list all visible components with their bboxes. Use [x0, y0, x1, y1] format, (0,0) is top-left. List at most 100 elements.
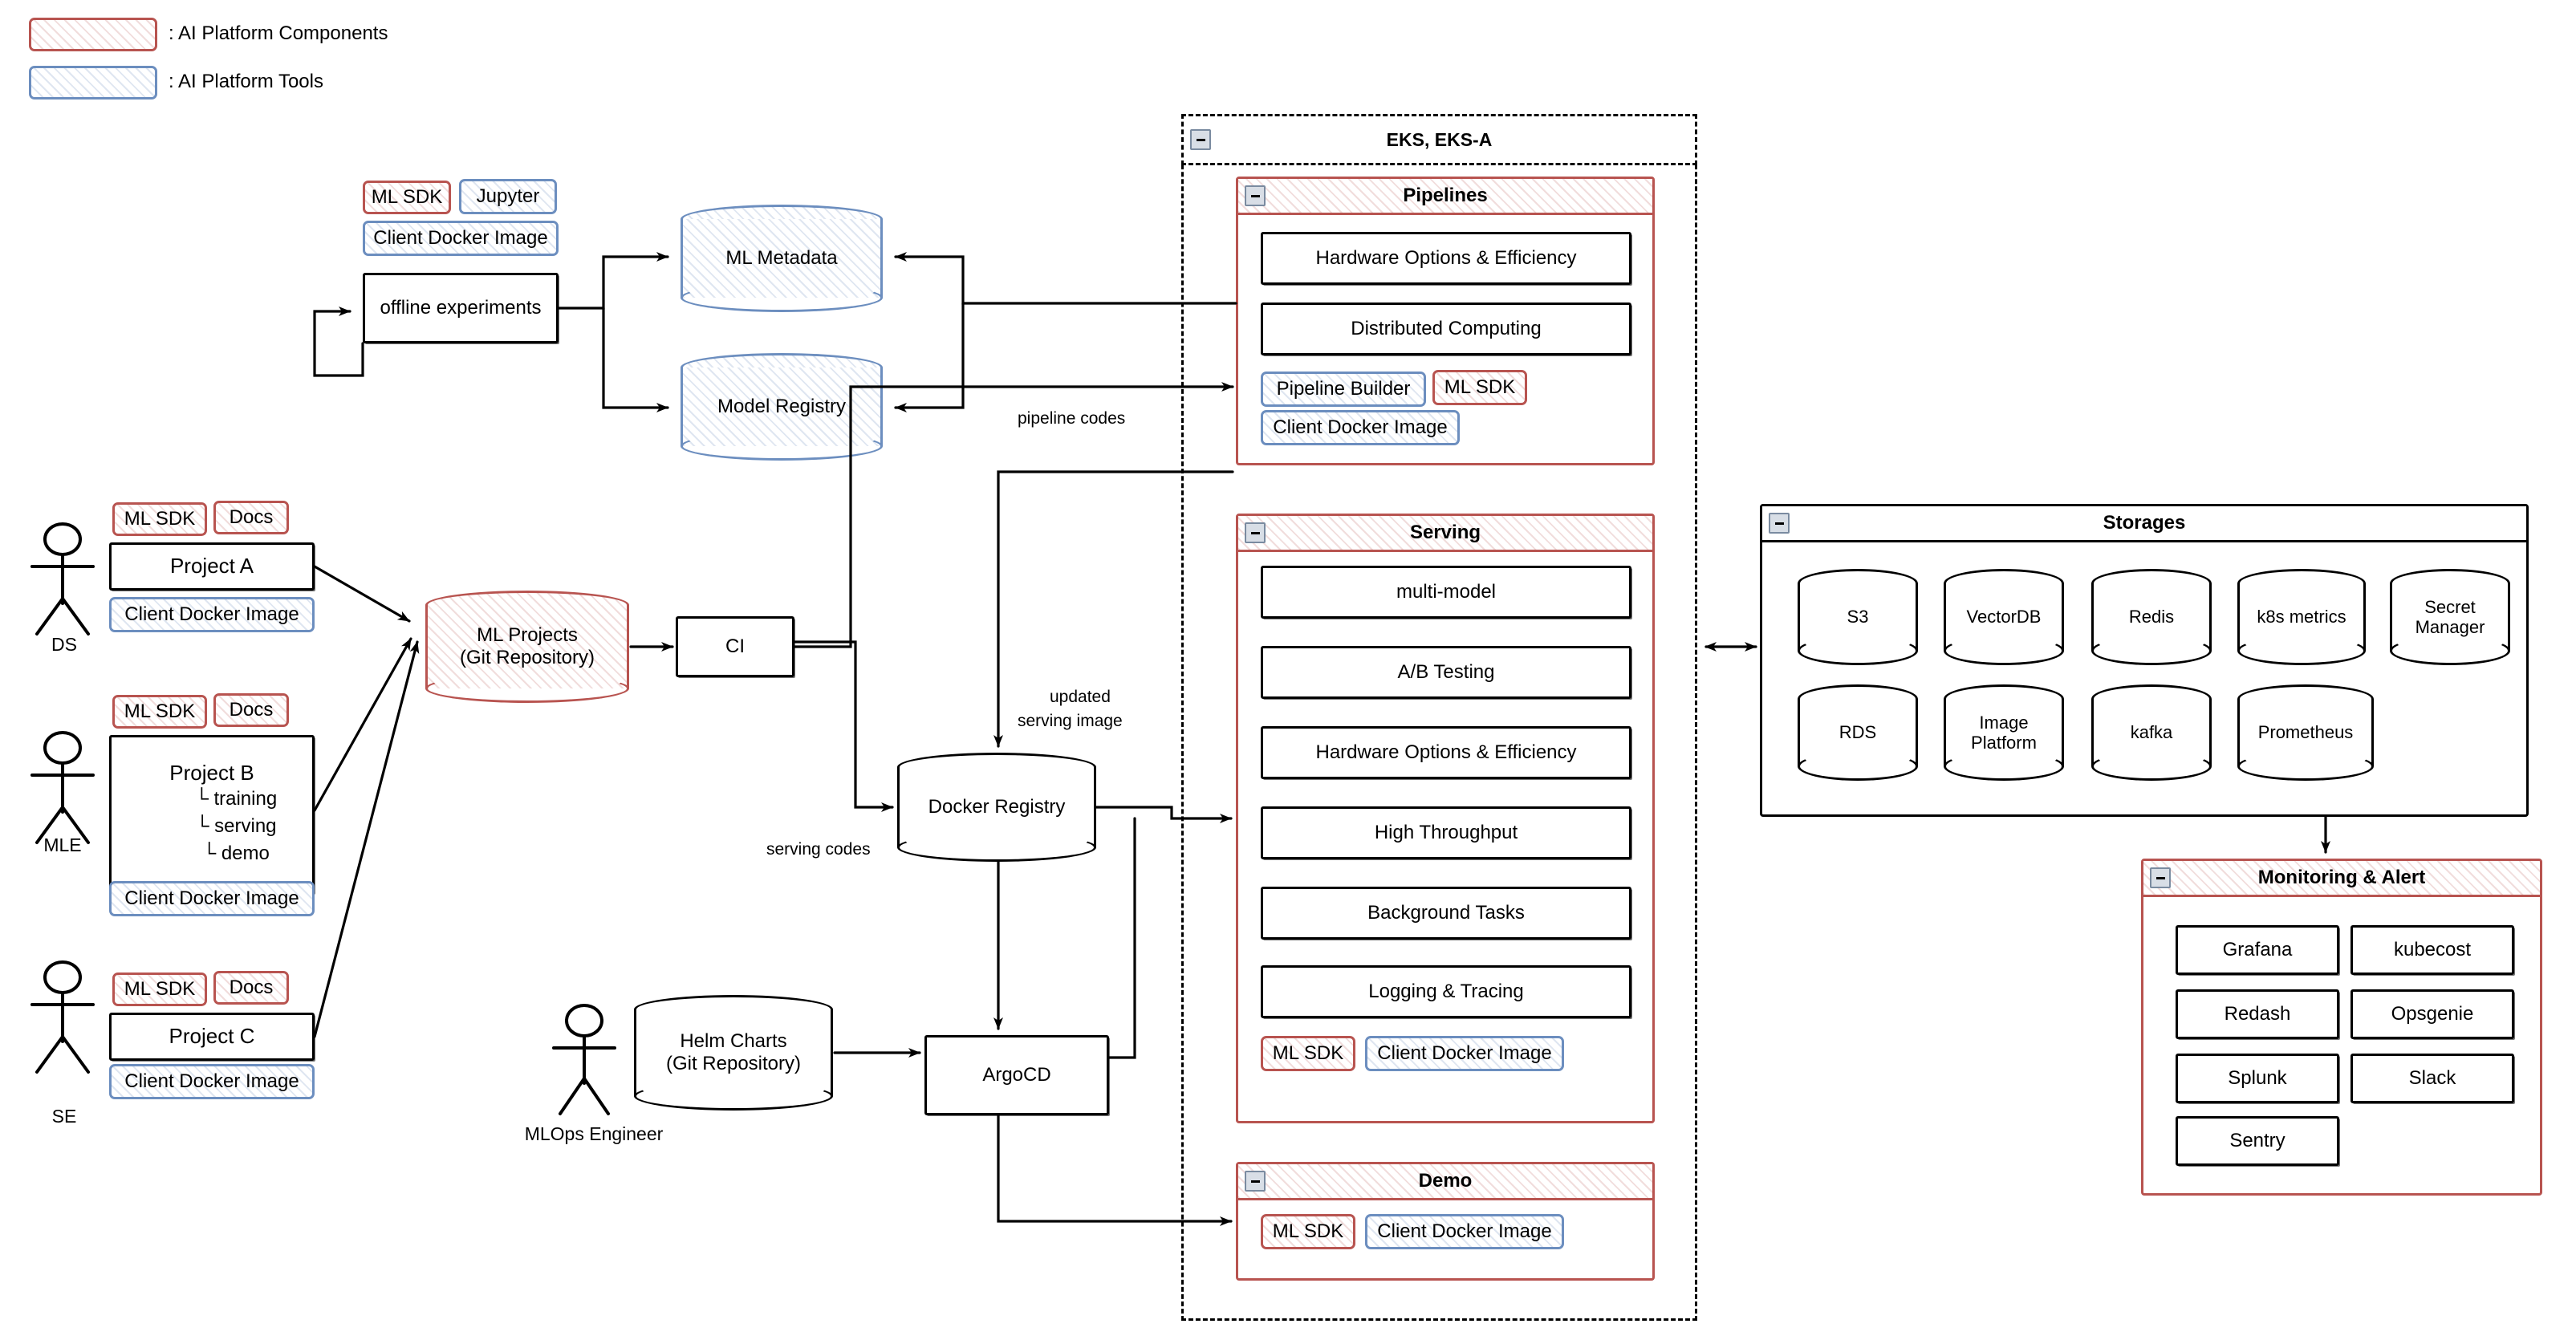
edge-label-serving-codes: serving codes [766, 840, 871, 859]
legend-swatch-components [29, 18, 157, 51]
se-client-docker-image-badge[interactable]: Client Docker Image [109, 1064, 315, 1099]
ds-client-docker-image-badge[interactable]: Client Docker Image [109, 597, 315, 632]
eks-title: EKS, EKS-A [1386, 128, 1493, 150]
cylinder-bottom [2091, 752, 2212, 781]
model-registry-cylinder[interactable]: Model Registry [681, 353, 883, 461]
storage-cylinder-kafka[interactable]: kafka [2091, 684, 2212, 781]
notebook-client-docker-image-badge[interactable]: Client Docker Image [363, 221, 559, 256]
cylinder-bottom [2237, 636, 2366, 665]
serving-item-multi-model[interactable]: multi-model [1261, 566, 1631, 619]
se-project-c-box[interactable]: Project C [109, 1013, 315, 1061]
edge-label-updated-serving-image-line1: updated [1050, 688, 1111, 706]
pipelines-item-hardware-options[interactable]: Hardware Options & Efficiency [1261, 232, 1631, 285]
cylinder-bottom [634, 1082, 833, 1111]
serving-item-background-tasks[interactable]: Background Tasks [1261, 887, 1631, 940]
storage-cylinder-vectordb[interactable]: VectorDB [1944, 569, 2064, 665]
serving-item-ab-testing[interactable]: A/B Testing [1261, 646, 1631, 699]
monitoring-tool-splunk[interactable]: Splunk [2176, 1054, 2339, 1103]
monitoring-tool-slack[interactable]: Slack [2350, 1054, 2514, 1103]
edge-project-b-to-ml-projects [313, 637, 412, 812]
mle-client-docker-image-badge[interactable]: Client Docker Image [109, 881, 315, 916]
storages-panel[interactable]: Storages S3 VectorDB Redis k8s metrics [1760, 504, 2529, 817]
mle-role-label: MLE [43, 834, 82, 855]
ds-project-a-box[interactable]: Project A [109, 542, 315, 591]
storage-cylinder-s3[interactable]: S3 [1798, 569, 1918, 665]
monitoring-tool-kubecost[interactable]: kubecost [2350, 925, 2514, 975]
serving-item-hardware-options[interactable]: Hardware Options & Efficiency [1261, 726, 1631, 779]
pipelines-panel[interactable]: Pipelines Hardware Options & Efficiency … [1236, 177, 1655, 465]
storage-cylinder-prometheus[interactable]: Prometheus [2237, 684, 2374, 781]
actor-mlops-engineer [552, 1004, 616, 1115]
mle-docs-badge[interactable]: Docs [213, 693, 289, 727]
ds-docs-badge[interactable]: Docs [213, 501, 289, 534]
serving-client-docker-image-badge[interactable]: Client Docker Image [1365, 1036, 1564, 1071]
monitoring-header: Monitoring & Alert [2143, 861, 2540, 897]
pipelines-pipeline-builder-badge[interactable]: Pipeline Builder [1261, 372, 1426, 407]
argocd-box[interactable]: ArgoCD [924, 1035, 1109, 1115]
actor-ds [30, 522, 95, 635]
edge-offline-experiments-loop [313, 307, 364, 377]
mle-project-b-child-training: └ training [194, 787, 278, 810]
se-docs-badge[interactable]: Docs [213, 971, 289, 1005]
serving-item-logging-tracing[interactable]: Logging & Tracing [1261, 965, 1631, 1018]
serving-panel[interactable]: Serving multi-model A/B Testing Hardware… [1236, 514, 1655, 1123]
serving-header: Serving [1238, 516, 1652, 552]
mle-project-b-box[interactable]: Project B └ training └ serving └ demo [109, 735, 315, 894]
serving-ml-sdk-badge[interactable]: ML SDK [1261, 1036, 1355, 1071]
monitoring-title: Monitoring & Alert [2257, 867, 2426, 888]
demo-header: Demo [1238, 1164, 1652, 1200]
edge-offline-to-metadata [557, 252, 669, 310]
mlops-engineer-label: MLOps Engineer [524, 1123, 664, 1144]
storage-cylinder-rds[interactable]: RDS [1798, 684, 1918, 781]
ml-metadata-cylinder[interactable]: ML Metadata [681, 205, 883, 312]
edge-ci-to-docker-registry [793, 640, 894, 812]
monitoring-tool-sentry[interactable]: Sentry [2176, 1116, 2339, 1166]
serving-title: Serving [1409, 522, 1481, 543]
offline-experiments-box[interactable]: offline experiments [363, 273, 559, 343]
monitoring-panel[interactable]: Monitoring & Alert Grafana kubecost Reda… [2141, 859, 2542, 1196]
collapse-icon[interactable] [1769, 513, 1790, 534]
storage-label-secret-manager: Secret Manager [2390, 569, 2510, 665]
monitoring-tool-redash[interactable]: Redash [2176, 989, 2339, 1039]
ml-projects-cylinder[interactable]: ML Projects (Git Repository) [425, 591, 629, 703]
demo-panel[interactable]: Demo ML SDK Client Docker Image [1236, 1162, 1655, 1281]
secret-manager-line2: Manager [2415, 617, 2485, 637]
storage-label-image-platform: Image Platform [1944, 684, 2064, 781]
ds-role-label: DS [51, 634, 77, 655]
collapse-icon[interactable] [1245, 1171, 1266, 1192]
monitoring-tool-opsgenie[interactable]: Opsgenie [2350, 989, 2514, 1039]
collapse-icon[interactable] [2150, 867, 2171, 888]
storage-cylinder-k8s-metrics[interactable]: k8s metrics [2237, 569, 2366, 665]
pipelines-ml-sdk-badge[interactable]: ML SDK [1432, 370, 1527, 405]
cylinder-bottom [897, 833, 1096, 862]
storage-cylinder-redis[interactable]: Redis [2091, 569, 2212, 665]
monitoring-tool-grafana[interactable]: Grafana [2176, 925, 2339, 975]
docker-registry-cylinder[interactable]: Docker Registry [897, 753, 1096, 862]
storage-cylinder-image-platform[interactable]: Image Platform [1944, 684, 2064, 781]
storage-label-kafka: kafka [2130, 722, 2173, 743]
collapse-icon[interactable] [1245, 185, 1266, 206]
demo-client-docker-image-badge[interactable]: Client Docker Image [1365, 1214, 1564, 1249]
edge-pipelines-to-model-registry [894, 302, 965, 412]
ml-metadata-label: ML Metadata [725, 247, 838, 270]
cylinder-bottom [425, 674, 629, 703]
pipelines-header: Pipelines [1238, 179, 1652, 215]
pipelines-item-distributed-computing[interactable]: Distributed Computing [1261, 303, 1631, 355]
demo-ml-sdk-badge[interactable]: ML SDK [1261, 1214, 1355, 1249]
serving-item-high-throughput[interactable]: High Throughput [1261, 806, 1631, 859]
model-registry-label: Model Registry [717, 396, 847, 418]
mle-ml-sdk-badge[interactable]: ML SDK [112, 695, 207, 729]
se-ml-sdk-badge[interactable]: ML SDK [112, 973, 207, 1006]
storage-cylinder-secret-manager[interactable]: Secret Manager [2390, 569, 2510, 665]
pipelines-client-docker-image-badge[interactable]: Client Docker Image [1261, 410, 1460, 445]
notebook-ml-sdk-badge[interactable]: ML SDK [363, 181, 451, 214]
se-role-label: SE [51, 1106, 77, 1127]
storage-label-redis: Redis [2128, 607, 2175, 627]
ci-box[interactable]: CI [676, 616, 794, 677]
ds-ml-sdk-badge[interactable]: ML SDK [112, 502, 207, 536]
mle-project-b-child-serving: └ serving [195, 814, 277, 837]
helm-charts-cylinder[interactable]: Helm Charts (Git Repository) [634, 995, 833, 1111]
notebook-jupyter-badge[interactable]: Jupyter [459, 179, 557, 214]
collapse-icon[interactable] [1190, 129, 1211, 150]
collapse-icon[interactable] [1245, 522, 1266, 543]
